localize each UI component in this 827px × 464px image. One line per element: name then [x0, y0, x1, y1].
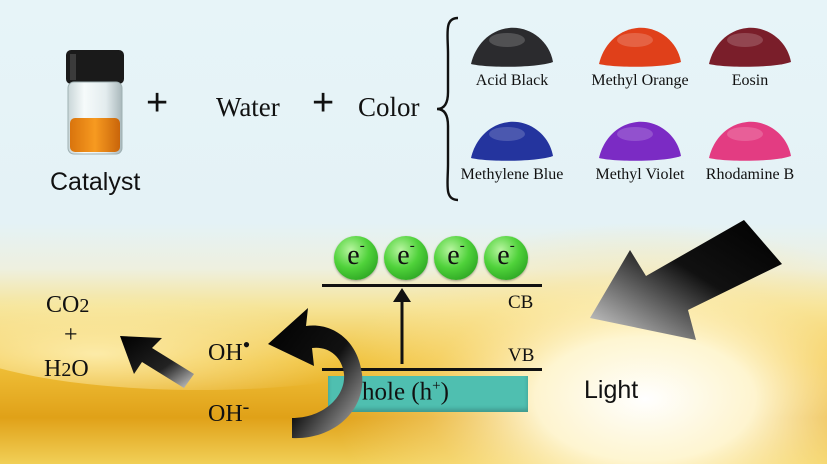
catalyst-vial-icon: [66, 50, 124, 155]
electron-charge: -: [359, 238, 365, 254]
electron-symbol: e: [397, 240, 410, 271]
electron: e-: [384, 236, 428, 280]
plus-sign-2: +: [312, 82, 335, 124]
dye-powder-icon: [471, 27, 553, 67]
hole-label: hole (h+): [362, 378, 449, 406]
vb-label: VB: [508, 345, 535, 366]
curly-brace: [436, 16, 459, 202]
light-label: Light: [584, 376, 639, 404]
product-arrow-icon: [120, 336, 194, 388]
electron-symbol: e: [347, 240, 360, 271]
oh-radical: OH•: [208, 332, 251, 366]
electron: e-: [434, 236, 478, 280]
dye-label: Rhodamine B: [705, 166, 795, 183]
valence-band-line: [322, 368, 542, 371]
electron: e-: [484, 236, 528, 280]
water-label: Water: [216, 92, 280, 122]
dye-powder-icon: [709, 27, 791, 67]
product-co2: CO2: [46, 292, 90, 318]
color-label: Color: [358, 92, 420, 122]
electron-charge: -: [509, 238, 515, 254]
product-plus: +: [64, 322, 78, 348]
plus-sign-1: +: [146, 82, 169, 124]
dye-powder-icon: [709, 121, 791, 161]
dye-powder-icon: [599, 27, 681, 67]
electron-charge: -: [409, 238, 415, 254]
electron-charge: -: [459, 238, 465, 254]
curved-oxidation-arrow-icon: [268, 308, 363, 439]
dye-label: Eosin: [731, 72, 769, 89]
cb-label: CB: [508, 292, 534, 313]
catalyst-label: Catalyst: [50, 168, 141, 196]
conduction-band-line: [322, 284, 542, 287]
electron-symbol: e: [497, 240, 510, 271]
oh-minus: OH-: [208, 396, 250, 427]
electron: e-: [334, 236, 378, 280]
electron-symbol: e: [447, 240, 460, 271]
dye-label: Acid Black: [475, 72, 549, 89]
dye-label: Methylene Blue: [460, 166, 564, 183]
dye-label: Methyl Orange: [591, 72, 689, 89]
dye-label: Methyl Violet: [595, 166, 685, 183]
product-h2o: H2O: [44, 356, 89, 382]
dye-powder-icon: [471, 121, 553, 161]
light-arrow-icon: [590, 220, 782, 340]
excitation-arrow-icon: [393, 288, 411, 364]
dye-powder-icon: [599, 121, 681, 161]
